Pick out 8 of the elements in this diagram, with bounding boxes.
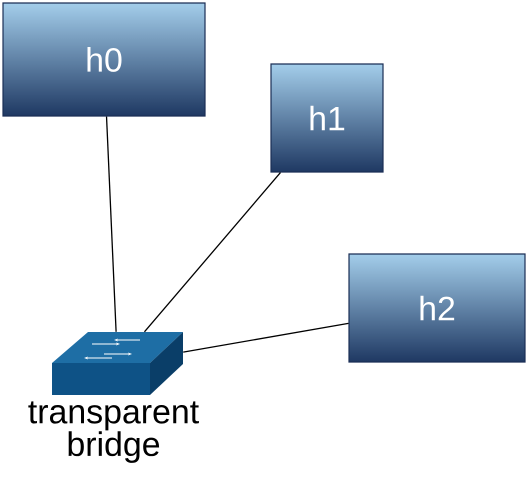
device-label: transparent bridge xyxy=(28,401,199,463)
connector-line xyxy=(183,322,349,353)
host-box: h1 xyxy=(270,63,384,173)
switch-drawing xyxy=(52,332,183,395)
connector-line xyxy=(144,172,281,332)
host-box: h0 xyxy=(2,2,206,117)
host-box: h2 xyxy=(348,253,526,363)
connector-line xyxy=(106,116,117,332)
